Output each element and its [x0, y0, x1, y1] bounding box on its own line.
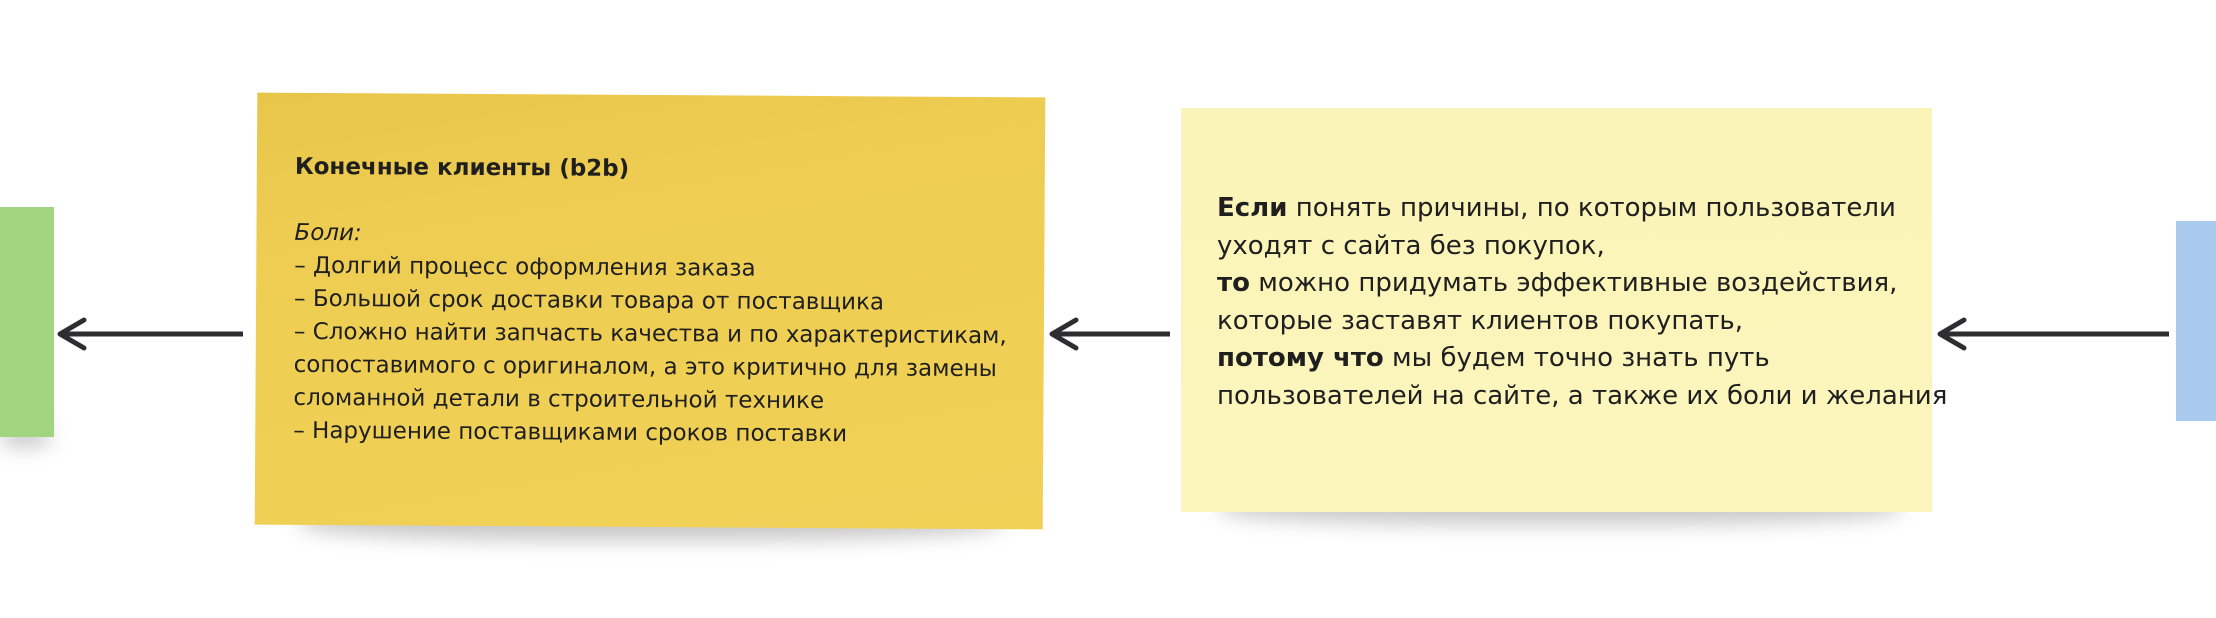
- arrow-to-hypothesis[interactable]: [1937, 317, 2169, 351]
- sticky-note-blue[interactable]: [2176, 221, 2216, 421]
- hypothesis-line-5: потому что мы будем точно знать путь: [1217, 340, 1912, 378]
- sticky-note-hypothesis[interactable]: Если понять причины, по которым пользова…: [1181, 108, 1948, 512]
- hypothesis-line-2: уходят с сайта без покупок,: [1217, 230, 1605, 261]
- hypothesis-line-6: пользователей на сайте, а также их боли …: [1217, 380, 1948, 411]
- sticky-note-green[interactable]: [0, 207, 54, 437]
- if-keyword: Если: [1217, 193, 1288, 223]
- arrow-to-pains[interactable]: [1049, 317, 1170, 351]
- hypothesis-text: можно придумать эффективные воздействия,: [1249, 268, 1898, 298]
- hypothesis-text: понять причины, по которым пользователи: [1287, 193, 1896, 223]
- because-keyword: потому что: [1217, 343, 1384, 373]
- hypothesis-line-3: то можно придумать эффективные воздейств…: [1217, 265, 1912, 303]
- arrow-to-green[interactable]: [57, 317, 243, 351]
- hypothesis-line-4: которые заставят клиентов покупать,: [1217, 305, 1743, 336]
- hypothesis-line-1: Если понять причины, по которым пользова…: [1217, 190, 1912, 228]
- then-keyword: то: [1217, 268, 1250, 298]
- hypothesis-text: мы будем точно знать путь: [1383, 343, 1770, 373]
